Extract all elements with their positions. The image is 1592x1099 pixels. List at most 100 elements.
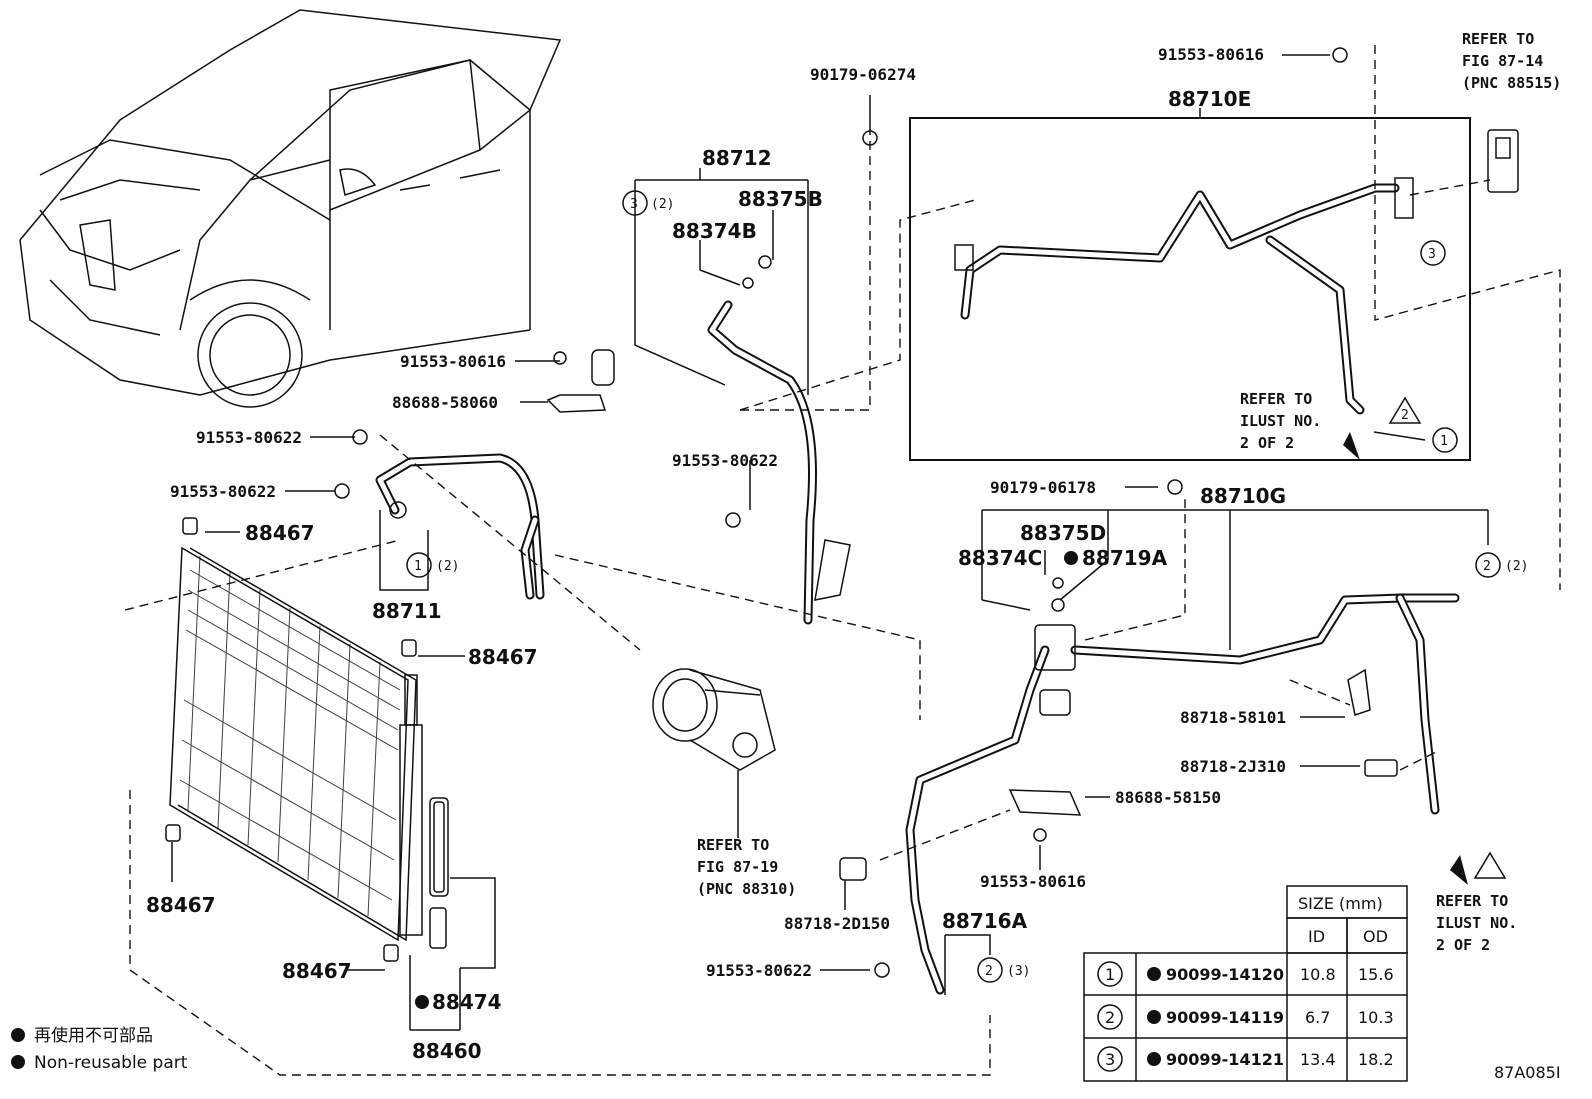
label-88374C: 88374C <box>958 546 1042 570</box>
label-88716A: 88716A <box>942 909 1028 933</box>
warning-triangle-icon <box>1388 396 1422 424</box>
arrow-icon <box>1343 432 1360 460</box>
callout-triangle: 2 <box>1401 408 1409 423</box>
label-88474: 88474 <box>432 990 502 1014</box>
table-row-id: 13.4 <box>1300 1050 1336 1069</box>
bracket-88688-58150 <box>1008 789 1082 842</box>
arrow-icon <box>1450 855 1468 885</box>
label-88375B: 88375B <box>738 187 823 211</box>
label-88718-2D150: 88718-2D150 <box>784 914 890 933</box>
label-88460: 88460 <box>412 1039 482 1063</box>
label-88712: 88712 <box>702 146 772 170</box>
bracket-88688-58060 <box>546 349 615 413</box>
label-91553-80616-b: 91553-80616 <box>980 872 1086 891</box>
qty-label: (2) <box>1505 559 1528 574</box>
table-row-key: 3 <box>1105 1050 1115 1069</box>
label-88710G: 88710G <box>1200 484 1286 508</box>
bolt-icons <box>334 47 1348 978</box>
cap-88467-icons <box>165 517 417 962</box>
label-88688-58150: 88688-58150 <box>1115 788 1221 807</box>
hose-88712 <box>707 300 851 625</box>
ref-ilust-a-line3: 2 OF 2 <box>1240 434 1294 452</box>
callout-3: 3 <box>630 197 638 212</box>
label-88467-a: 88467 <box>245 521 315 545</box>
leader-lines <box>171 54 1489 1031</box>
callout-2: 2 <box>1483 559 1491 574</box>
label-88711: 88711 <box>372 599 442 623</box>
table-row-od: 18.2 <box>1358 1050 1394 1069</box>
pipe-88710E <box>954 177 1414 415</box>
table-header-size: SIZE (mm) <box>1298 894 1383 913</box>
ref-fig-87-19-line1: REFER TO <box>697 836 769 854</box>
ref-ilust-a-line1: REFER TO <box>1240 390 1312 408</box>
ref-ilust-a-line2: ILUST NO. <box>1240 412 1321 430</box>
ref-ilust-b-line2: ILUST NO. <box>1436 914 1517 932</box>
table-row-id: 10.8 <box>1300 965 1336 984</box>
label-88375D: 88375D <box>1020 521 1106 545</box>
callout-1: 1 <box>414 559 422 574</box>
table-row-part: 90099-14120 <box>1166 965 1284 984</box>
label-88719A: 88719A <box>1082 546 1168 570</box>
label-88718-2J310: 88718-2J310 <box>1180 757 1286 776</box>
label-88467-d: 88467 <box>282 959 352 983</box>
vehicle-illustration <box>19 9 562 408</box>
callout-1: 1 <box>1440 434 1448 449</box>
label-91553-80622-b: 91553-80622 <box>170 482 276 501</box>
legend-jp: 再使用不可部品 <box>34 1025 153 1046</box>
compressor-illustration <box>652 668 776 771</box>
table-row-id: 6.7 <box>1305 1008 1330 1027</box>
warning-triangle-icon <box>1473 851 1507 879</box>
table-row-key: 1 <box>1105 965 1115 984</box>
legend: 再使用不可部品 Non-reusable part <box>11 1025 188 1073</box>
ref-ilust-b-line3: 2 OF 2 <box>1436 936 1490 954</box>
ref-fig-87-14-line2: FIG 87-14 <box>1462 52 1543 70</box>
non-reusable-dot <box>415 995 429 1009</box>
o-ring-size-table: SIZE (mm) ID OD 1 90099-14120 10.8 15.6 … <box>1083 885 1408 1082</box>
legend-en: Non-reusable part <box>34 1053 188 1073</box>
table-header-id: ID <box>1308 927 1325 946</box>
table-row-od: 15.6 <box>1358 965 1394 984</box>
ref-fig-87-19-line2: FIG 87-19 <box>697 858 778 876</box>
clamp-88718-2J310 <box>1364 759 1398 777</box>
table-row-od: 10.3 <box>1358 1008 1394 1027</box>
expansion-valve <box>1487 129 1519 193</box>
ref-ilust-b-line1: REFER TO <box>1436 892 1508 910</box>
label-91553-80616-a: 91553-80616 <box>400 352 506 371</box>
box-88710E <box>909 117 1471 461</box>
table-row-part: 90099-14121 <box>1166 1050 1284 1069</box>
callouts: 3 (2) 3 1 1 (2) 2 (2) 2 (3) 2 <box>406 190 1528 983</box>
clamp-88718-2D150 <box>839 857 867 881</box>
table-header-od: OD <box>1363 927 1388 946</box>
label-90179-06178: 90179-06178 <box>990 478 1096 497</box>
part-labels: 91553-80616 90179-06274 88712 88375B 883… <box>146 45 1286 1063</box>
label-88467-b: 88467 <box>468 645 538 669</box>
label-88710E: 88710E <box>1168 87 1251 111</box>
label-91553-80622-a: 91553-80622 <box>196 428 302 447</box>
condenser-88460 <box>169 546 423 942</box>
label-91553-80616-top: 91553-80616 <box>1158 45 1264 64</box>
table-row-part: 90099-14119 <box>1166 1008 1284 1027</box>
pipe-88710G <box>905 593 1460 995</box>
table-row-key: 2 <box>1105 1008 1115 1027</box>
dashed-connections <box>124 45 1561 1076</box>
label-90179-06274: 90179-06274 <box>810 65 916 84</box>
non-reusable-dot <box>1064 551 1078 565</box>
ref-fig-87-14-line3: (PNC 88515) <box>1462 74 1561 92</box>
qty-label: (2) <box>651 197 674 212</box>
figure-code: 87A085I <box>1494 1063 1561 1082</box>
label-88718-58101: 88718-58101 <box>1180 708 1286 727</box>
callout-3: 3 <box>1428 247 1436 262</box>
qty-label: (2) <box>436 559 459 574</box>
qty-label: (3) <box>1007 964 1030 979</box>
label-91553-80622-d: 91553-80622 <box>706 961 812 980</box>
ref-fig-87-14-line1: REFER TO <box>1462 30 1534 48</box>
desiccant-88474 <box>429 797 449 949</box>
label-88688-58060: 88688-58060 <box>392 393 498 412</box>
clamp-88718-58101 <box>1347 668 1371 716</box>
label-91553-80622-c: 91553-80622 <box>672 451 778 470</box>
label-88467-c: 88467 <box>146 893 216 917</box>
refer-notes: REFER TO FIG 87-14 (PNC 88515) REFER TO … <box>697 30 1561 954</box>
ref-fig-87-19-line3: (PNC 88310) <box>697 880 796 898</box>
callout-2: 2 <box>985 964 993 979</box>
label-88374B: 88374B <box>672 219 757 243</box>
